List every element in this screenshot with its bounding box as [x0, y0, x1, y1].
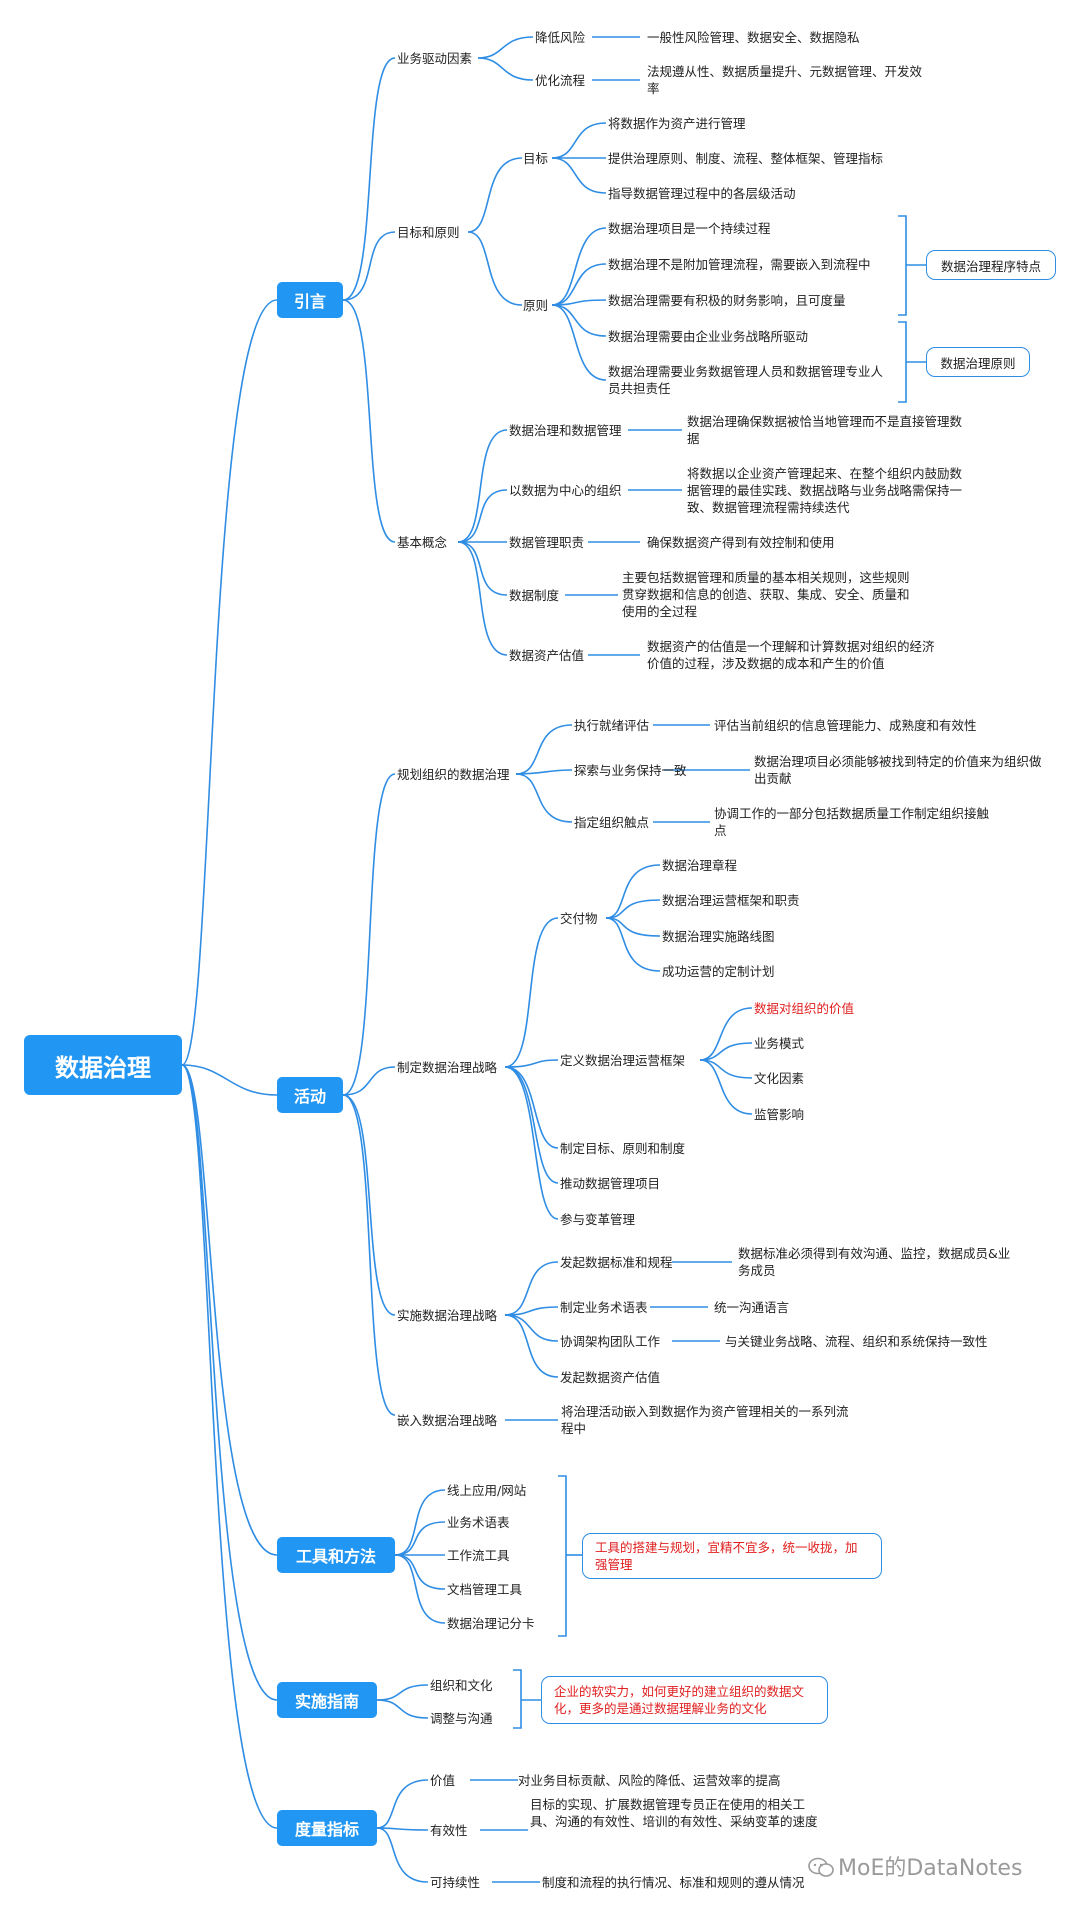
- node-metric-detail: 目标的实现、扩展数据管理专员正在使用的相关工具、沟通的有效性、培训的有效性、采纳…: [530, 1797, 818, 1829]
- node-goal-item: 提供治理原则、制度、流程、整体框架、管理指标: [608, 151, 884, 166]
- watermark-text: MoE的DataNotes: [838, 1856, 1023, 1881]
- node-principle-item: 数据治理项目是一个持续过程: [608, 221, 771, 236]
- callout-program-features[interactable]: 数据治理程序特点: [926, 250, 1056, 280]
- node-framework[interactable]: 定义数据治理运营框架: [560, 1053, 686, 1068]
- node-goal-item: 将数据作为资产进行管理: [608, 116, 746, 131]
- root-node[interactable]: 数据治理: [24, 1035, 182, 1095]
- node-plan-item[interactable]: 探索与业务保持一致: [574, 763, 687, 778]
- branch-metrics[interactable]: 度量指标: [277, 1810, 377, 1846]
- node-goals[interactable]: 目标: [523, 151, 549, 166]
- node-plan-detail: 评估当前组织的信息管理能力、成熟度和有效性: [714, 718, 977, 733]
- callout-governance-principles[interactable]: 数据治理原则: [926, 347, 1030, 377]
- node-metric[interactable]: 价值: [430, 1773, 456, 1788]
- node-principle-item: 数据治理不是附加管理流程，需要嵌入到流程中: [608, 257, 871, 272]
- node-concept[interactable]: 数据制度: [509, 588, 560, 603]
- node-principle-item: 数据治理需要由企业业务战略所驱动: [608, 329, 809, 344]
- node-implement-item[interactable]: 发起数据标准和规程: [560, 1255, 673, 1270]
- node-deliverable-item: 数据治理运营框架和职责: [662, 893, 800, 908]
- node-framework-item: 业务模式: [754, 1036, 805, 1051]
- node-plan[interactable]: 规划组织的数据治理: [397, 767, 510, 782]
- node-metric-detail: 对业务目标贡献、风险的降低、运营效率的提高: [518, 1773, 781, 1788]
- node-optimize-detail: 法规遵从性、数据质量提升、元数据管理、开发效率: [647, 64, 923, 96]
- node-framework-item: 监管影响: [754, 1107, 805, 1122]
- node-implement-detail: 与关键业务战略、流程、组织和系统保持一致性: [725, 1334, 988, 1349]
- branch-activities[interactable]: 活动: [277, 1077, 343, 1113]
- node-goal-item: 指导数据管理过程中的各层级活动: [608, 186, 796, 201]
- node-drivers[interactable]: 业务驱动因素: [397, 51, 473, 66]
- node-implement-item[interactable]: 发起数据资产估值: [560, 1370, 661, 1385]
- node-concept[interactable]: 以数据为中心的组织: [509, 483, 622, 498]
- node-tool[interactable]: 业务术语表: [447, 1515, 510, 1530]
- node-implement[interactable]: 实施数据治理战略: [397, 1308, 498, 1323]
- branch-tools[interactable]: 工具和方法: [277, 1537, 395, 1573]
- branch-intro[interactable]: 引言: [277, 282, 343, 318]
- node-concept-detail: 数据资产的估值是一个理解和计算数据对组织的经济价值的过程，涉及数据的成本和产生的…: [647, 639, 935, 671]
- node-deliverable-item: 数据治理实施路线图: [662, 929, 775, 944]
- node-principles[interactable]: 原则: [523, 298, 549, 313]
- node-reduce-risk-detail: 一般性风险管理、数据安全、数据隐私: [647, 30, 860, 45]
- node-tool[interactable]: 文档管理工具: [447, 1582, 523, 1597]
- node-strategy[interactable]: 制定数据治理战略: [397, 1060, 498, 1075]
- node-framework-item-highlight: 数据对组织的价值: [754, 1001, 855, 1016]
- node-guide-item[interactable]: 调整与沟通: [430, 1711, 493, 1726]
- node-plan-detail: 协调工作的一部分包括数据质量工作制定组织接触点: [714, 806, 990, 838]
- node-deliverable-item: 成功运营的定制计划: [662, 964, 775, 979]
- node-embed[interactable]: 嵌入数据治理战略: [397, 1413, 498, 1428]
- node-strategy-item[interactable]: 制定目标、原则和制度: [560, 1141, 686, 1156]
- node-goals-principles[interactable]: 目标和原则: [397, 225, 460, 240]
- node-metric[interactable]: 可持续性: [430, 1875, 481, 1890]
- node-principle-item: 数据治理需要有积极的财务影响，且可度量: [608, 293, 846, 308]
- node-tool[interactable]: 数据治理记分卡: [447, 1616, 535, 1631]
- node-concept-detail: 将数据以企业资产管理起来、在整个组织内鼓励数据管理的最佳实践、数据战略与业务战略…: [687, 466, 963, 515]
- node-concept-detail: 确保数据资产得到有效控制和使用: [647, 535, 835, 550]
- node-principle-item: 数据治理需要业务数据管理人员和数据管理专业人员共担责任: [608, 364, 884, 396]
- node-strategy-item[interactable]: 参与变革管理: [560, 1212, 636, 1227]
- node-plan-item[interactable]: 执行就绪评估: [574, 718, 650, 733]
- node-plan-detail: 数据治理项目必须能够被找到特定的价值来为组织做出贡献: [754, 754, 1042, 786]
- node-tool[interactable]: 工作流工具: [447, 1548, 510, 1563]
- node-deliverables[interactable]: 交付物: [560, 911, 598, 926]
- branch-guide[interactable]: 实施指南: [277, 1682, 377, 1718]
- node-strategy-item[interactable]: 推动数据管理项目: [560, 1176, 661, 1191]
- node-guide-item[interactable]: 组织和文化: [430, 1678, 493, 1693]
- node-concept[interactable]: 数据治理和数据管理: [509, 423, 622, 438]
- node-metric-detail: 制度和流程的执行情况、标准和规则的遵从情况: [542, 1875, 805, 1890]
- node-implement-detail: 统一沟通语言: [714, 1300, 790, 1315]
- node-concept-detail: 数据治理确保数据被恰当地管理而不是直接管理数据: [687, 414, 963, 446]
- node-deliverable-item: 数据治理章程: [662, 858, 738, 873]
- node-tool[interactable]: 线上应用/网站: [447, 1483, 527, 1498]
- node-concept[interactable]: 数据资产估值: [509, 648, 585, 663]
- node-plan-item[interactable]: 指定组织触点: [574, 815, 650, 830]
- node-embed-detail: 将治理活动嵌入到数据作为资产管理相关的一系列流程中: [561, 1404, 849, 1436]
- node-concepts[interactable]: 基本概念: [397, 535, 448, 550]
- node-metric[interactable]: 有效性: [430, 1823, 468, 1838]
- node-concept[interactable]: 数据管理职责: [509, 535, 585, 550]
- chat-bubble-icon: [808, 1857, 834, 1877]
- watermark: MoE的DataNotes: [808, 1850, 1022, 1882]
- node-reduce-risk[interactable]: 降低风险: [535, 30, 586, 45]
- node-optimize[interactable]: 优化流程: [535, 73, 586, 88]
- node-concept-detail: 主要包括数据管理和质量的基本相关规则，这些规则贯穿数据和信息的创造、获取、集成、…: [622, 570, 910, 619]
- node-implement-detail: 数据标准必须得到有效沟通、监控，数据成员&业务成员: [738, 1246, 1011, 1278]
- node-framework-item: 文化因素: [754, 1071, 805, 1086]
- node-implement-item[interactable]: 制定业务术语表: [560, 1300, 648, 1315]
- callout-tools-note[interactable]: 工具的搭建与规划，宜精不宜多，统一收拢，加强管理: [582, 1533, 882, 1579]
- callout-guide-note[interactable]: 企业的软实力，如何更好的建立组织的数据文化，更多的是通过数据理解业务的文化: [541, 1676, 828, 1724]
- node-implement-item[interactable]: 协调架构团队工作: [560, 1334, 661, 1349]
